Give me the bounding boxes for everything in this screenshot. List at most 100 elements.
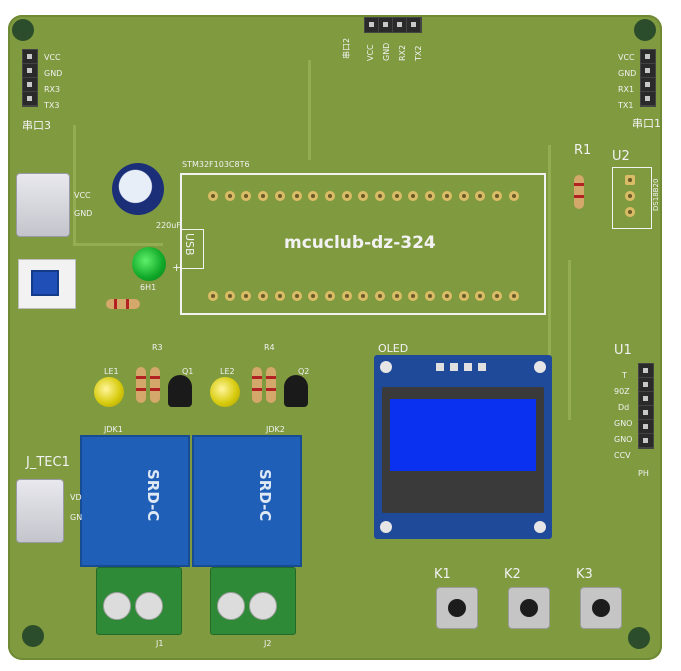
pcb-board: VCC GND RX3 TX3 串口3 串口2 VCC GND RX2 TX2 …: [8, 15, 662, 660]
resistor: [106, 299, 140, 309]
r1-resistor: [574, 175, 584, 209]
terminal-2-label: J2: [264, 639, 272, 648]
power-switch[interactable]: [18, 259, 76, 309]
trace: [73, 125, 76, 245]
u2-outline: [612, 167, 652, 229]
relay2-sub-label: JDK2: [266, 425, 285, 434]
trace: [548, 145, 551, 375]
power-usb-pin-label: GND: [74, 209, 93, 218]
trace: [308, 60, 311, 160]
relay2: [192, 435, 302, 567]
power-usb-pin-label: VCC: [74, 191, 91, 200]
uart3-pin-label: VCC: [44, 53, 61, 62]
u1-header: [638, 363, 654, 449]
terminal-screw[interactable]: [217, 592, 245, 620]
trace: [73, 243, 163, 246]
uart2-label: 串口2: [342, 37, 351, 59]
relay1-resistor-label: R3: [152, 343, 163, 352]
power-usb-c-connector: [16, 173, 70, 237]
relay1-label: SRD-C: [144, 469, 162, 522]
oled-module: [374, 355, 552, 539]
terminal-screw[interactable]: [103, 592, 131, 620]
relay2-label: SRD-C: [256, 469, 274, 522]
relay1-transistor-label: Q1: [182, 367, 194, 376]
terminal-screw[interactable]: [135, 592, 163, 620]
oled-screen: [390, 399, 536, 471]
terminal-1-label: J1: [156, 639, 164, 648]
uart2-pin-label: VCC: [366, 44, 375, 61]
u1-pin-label: GNO: [614, 419, 633, 428]
relay1-sub-label: JDK1: [104, 425, 123, 434]
terminal-screw[interactable]: [249, 592, 277, 620]
terminal-block-2: [210, 567, 296, 635]
uart3-pin-label: TX3: [44, 101, 60, 110]
power-led: [132, 247, 166, 281]
relay1-transistor: [168, 375, 192, 407]
uart1-pin-label: VCC: [618, 53, 635, 62]
key1-label: K1: [434, 567, 451, 582]
u1-pin-label: T: [622, 371, 627, 380]
relay2-led-label: LE2: [220, 367, 235, 376]
uart3-label: 串口3: [22, 119, 51, 132]
mcu-module-outline: [180, 173, 546, 315]
mounting-hole-top-left: [12, 19, 34, 41]
uart3-pin-label: RX3: [44, 85, 61, 94]
mounting-hole-bottom-left: [22, 625, 44, 647]
j-tec-pin-label: GN: [70, 513, 83, 522]
mcu-usb-box: [180, 229, 204, 269]
relay2-resistor: [252, 367, 262, 403]
key3-button[interactable]: [580, 587, 622, 629]
mounting-hole-top-right: [634, 19, 656, 41]
mcu-title: mcuclub-dz-324: [284, 233, 436, 253]
j-tec-label: J_TEC1: [26, 455, 70, 470]
oled-header-pads: [436, 363, 490, 371]
u1-pin-label: Dd: [618, 403, 630, 412]
r1-label: R1: [574, 143, 592, 158]
uart3-header: [22, 49, 38, 107]
relay2-transistor: [284, 375, 308, 407]
u2-pads: [622, 173, 638, 223]
relay2-led: [210, 377, 240, 407]
mcu-plus-mark: +: [172, 261, 182, 274]
u1-footer-label: PH: [638, 469, 649, 478]
terminal-block-1: [96, 567, 182, 635]
u2-label: U2: [612, 149, 630, 164]
relay2-transistor-label: Q2: [298, 367, 310, 376]
relay2-resistor-label: R4: [264, 343, 275, 352]
uart1-header: [640, 49, 656, 107]
oled-hole: [380, 361, 392, 373]
key3-label: K3: [576, 567, 593, 582]
j-tec-pin-label: VD: [70, 493, 82, 502]
uart1-pin-label: TX1: [618, 101, 634, 110]
uart2-pin-label: TX2: [414, 45, 423, 61]
oled-hole: [380, 521, 392, 533]
key1-button[interactable]: [436, 587, 478, 629]
relay2-resistor-2: [266, 367, 276, 403]
mcu-caption: STM32F103C8T6: [182, 160, 250, 169]
uart1-pin-label: GND: [618, 69, 637, 78]
relay1-resistor: [136, 367, 146, 403]
relay1-led: [94, 377, 124, 407]
uart1-label: 串口1: [632, 117, 661, 130]
key2-button[interactable]: [508, 587, 550, 629]
oled-label: OLED: [378, 342, 409, 355]
electrolytic-capacitor: [112, 163, 164, 215]
uart2-pin-label: RX2: [398, 44, 407, 61]
u2-side-text: DS18B20: [652, 178, 660, 211]
oled-hole: [534, 361, 546, 373]
uart1-pin-label: RX1: [618, 85, 635, 94]
u1-pin-label: CCV: [614, 451, 631, 460]
uart2-pin-label: GND: [382, 42, 391, 61]
j-tec-usb-c-connector: [16, 479, 64, 543]
trace: [568, 260, 571, 420]
oled-hole: [534, 521, 546, 533]
relay1: [80, 435, 190, 567]
u1-pin-label: GNO: [614, 435, 633, 444]
power-led-label: 6H1: [140, 283, 157, 292]
mcu-usb-label: USB: [183, 233, 196, 256]
capacitor-label: 220uF: [156, 221, 181, 230]
power-switch-knob: [31, 270, 59, 296]
relay1-resistor-2: [150, 367, 160, 403]
mounting-hole-bottom-right: [628, 627, 650, 649]
key2-label: K2: [504, 567, 521, 582]
